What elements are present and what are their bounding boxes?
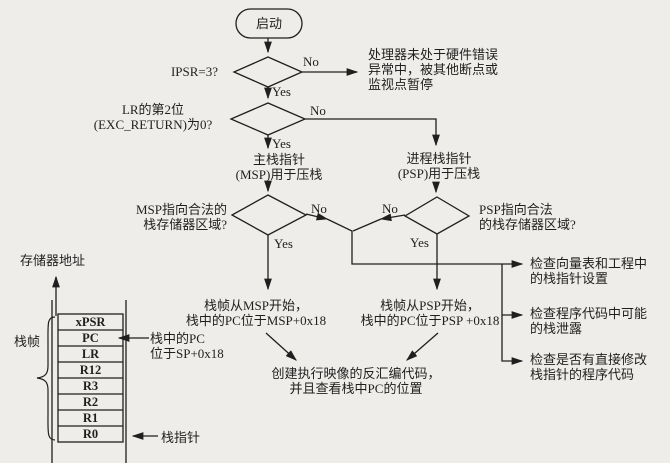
stack-frame-label: 栈帧 bbox=[14, 334, 41, 349]
lr-yes-label: Yes bbox=[272, 136, 291, 151]
stack-row-r0: R0 bbox=[82, 427, 99, 441]
check-branch-path bbox=[501, 264, 524, 365]
memory-address-label: 存储器地址 bbox=[20, 253, 86, 268]
stack-row-lr: LR bbox=[81, 347, 100, 361]
psp-valid-question: PSP指向合法 的栈存储器区域? bbox=[479, 202, 576, 232]
msp-valid-diamond bbox=[230, 194, 308, 236]
start-label: 启动 bbox=[255, 16, 283, 31]
stack-row-pc: PC bbox=[82, 331, 99, 345]
stack-row-xpsr: xPSR bbox=[75, 315, 106, 329]
stack-row-r3: R3 bbox=[82, 379, 99, 393]
ipsr-yes-label: Yes bbox=[272, 84, 291, 99]
psp-action-text: 进程栈指针 (PSP)用于压栈 bbox=[397, 151, 481, 181]
disasm-action-text: 创建执行映像的反汇编代码， 并且查看栈中PC的位置 bbox=[271, 366, 441, 396]
stack-row-r1: R1 bbox=[82, 411, 99, 425]
ipsr-no-label: No bbox=[303, 54, 319, 69]
msp-valid-question: MSP指向合法的 栈存储器区域? bbox=[135, 202, 227, 232]
msp-frame-note: 栈帧从MSP开始， 栈中的PC位于MSP+0x18 bbox=[185, 298, 327, 328]
ipsr-decision-diamond bbox=[232, 56, 304, 88]
msp-yes-label: Yes bbox=[274, 236, 293, 251]
msp-no-label: No bbox=[311, 201, 327, 216]
pc-location-note: 栈中的PC 位于SP+0x18 bbox=[150, 331, 224, 361]
psp-no-label: No bbox=[382, 201, 398, 216]
lr-decision-diamond bbox=[229, 102, 307, 136]
stack-frame-brace bbox=[36, 316, 56, 441]
stack-row-r12: R12 bbox=[79, 363, 102, 377]
lr-no-path bbox=[305, 118, 440, 147]
stack-row-r2: R2 bbox=[82, 395, 99, 409]
psp-frame-note: 栈帧从PSP开始， 栈中的PC位于PSP +0x18 bbox=[360, 298, 500, 328]
lr-no-label: No bbox=[310, 103, 326, 118]
stack-pointer-label: 栈指针 bbox=[161, 430, 201, 445]
check-item-vector-table: 检查向量表和工程中 的栈指针设置 bbox=[530, 256, 648, 286]
start-node bbox=[235, 8, 303, 39]
check-item-stack-leak: 检查程序代码中可能 的栈泄露 bbox=[530, 306, 648, 336]
msp-action-text: 主栈指针 (MSP)用于压栈 bbox=[235, 152, 323, 182]
halt-note: 处理器未处于硬件错误 异常中，被其他断点或 监视点暂停 bbox=[368, 47, 499, 92]
lr-question: LR的第2位 (EXC_RETURN)为0? bbox=[93, 102, 213, 132]
psp-valid-diamond bbox=[403, 196, 471, 235]
ipsr-question: IPSR=3? bbox=[170, 64, 218, 79]
psp-yes-label: Yes bbox=[410, 235, 429, 250]
check-item-sp-modify: 检查是否有直接修改 栈指针的程序代码 bbox=[530, 352, 648, 382]
